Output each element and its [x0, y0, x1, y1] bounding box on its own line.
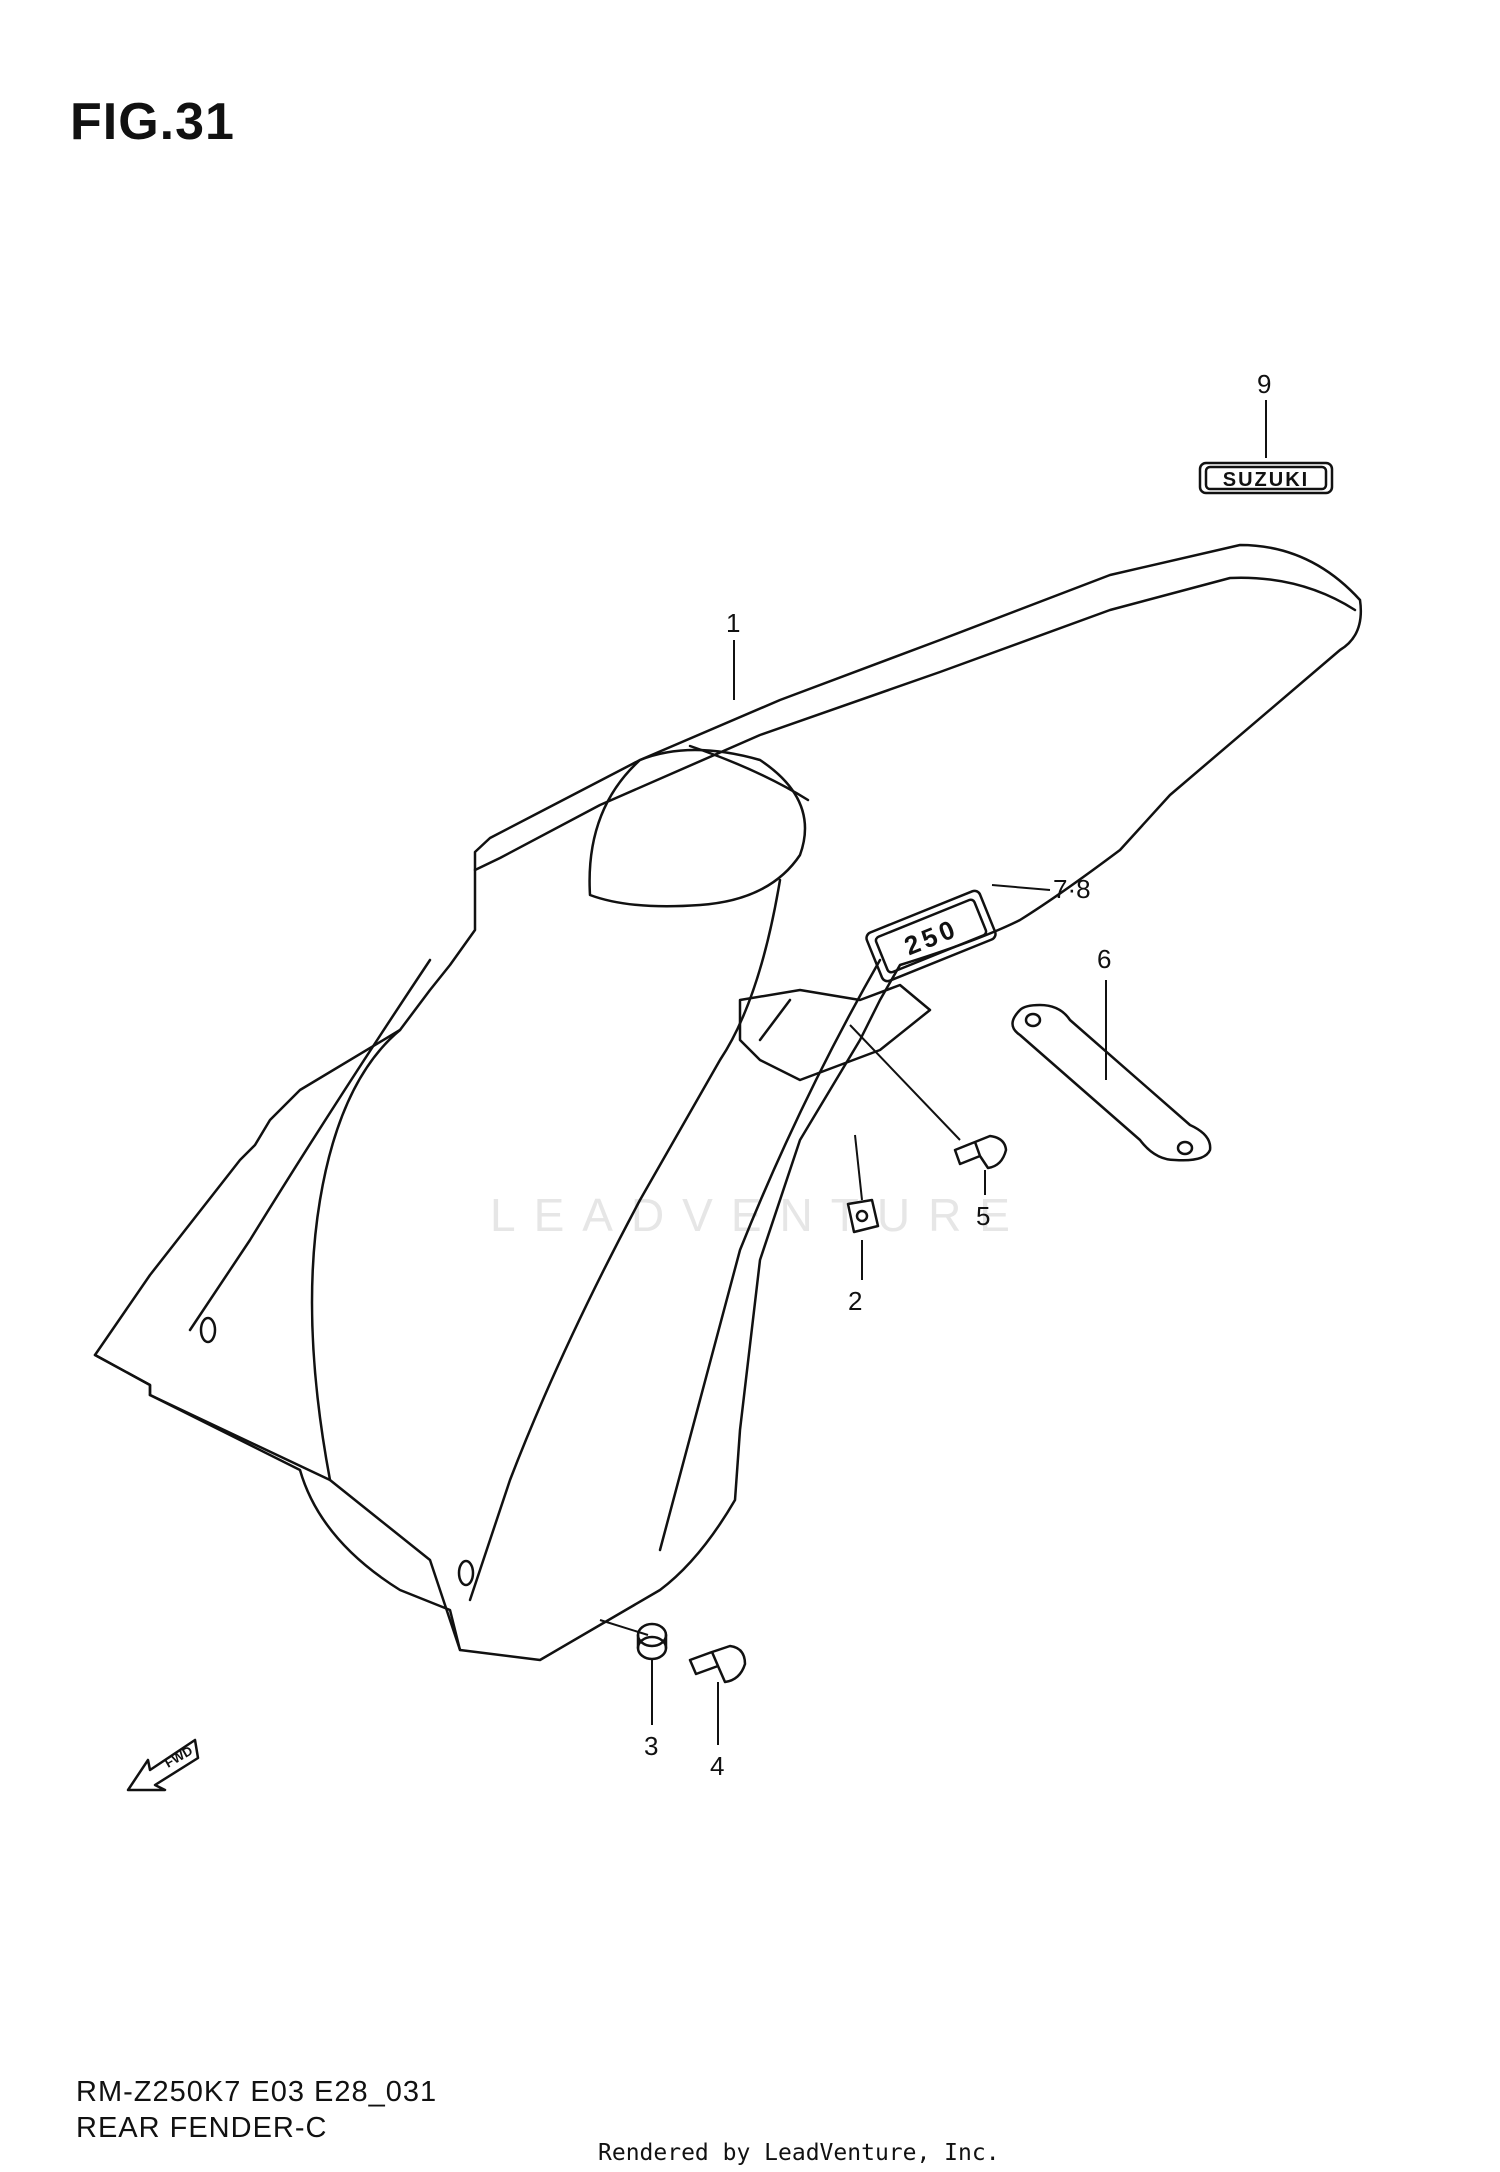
fender-inner-line-mid: [468, 878, 782, 1602]
fender-skirt-step: [93, 1353, 152, 1397]
rendered-by-credit: Rendered by LeadVenture, Inc.: [598, 2140, 1000, 2166]
leader-lines: [599, 400, 1267, 1745]
mount-hole-lower: [457, 1559, 475, 1587]
part-5-bolt: [953, 1134, 1008, 1170]
callout-9: 9: [1257, 369, 1271, 399]
rear-fender-outline: [93, 543, 1363, 1662]
callout-1: 1: [726, 608, 740, 638]
part-6-stay: [1011, 1003, 1212, 1162]
fender-inner-line-left: [188, 958, 432, 1332]
side-mount-slot: [758, 998, 792, 1042]
decal-250-inner: [874, 898, 988, 974]
part-4-bolt: [688, 1644, 747, 1684]
fender-center-hump: [588, 748, 807, 908]
fwd-arrow: [126, 1738, 200, 1792]
figure-name: REAR FENDER-C: [76, 2112, 328, 2144]
callout-2: 2: [848, 1286, 862, 1316]
fender-inner-line-right: [658, 958, 882, 1552]
mount-hole-upper: [199, 1316, 217, 1344]
part-3-washer: [636, 1622, 668, 1648]
part-2-clip-nut: [846, 1198, 880, 1234]
callout-6: 6: [1097, 944, 1111, 974]
fender-arch: [310, 1028, 402, 1482]
part-9-emblem-outline: [1198, 461, 1334, 495]
callout-5: 5: [976, 1201, 990, 1231]
watermark: LEADVENTURE: [490, 1189, 1028, 1241]
callout-4: 4: [710, 1751, 724, 1781]
decal-250-outline: [865, 889, 997, 983]
fwd-label: FWD: [162, 1743, 195, 1771]
callout-7-8: 7·8: [1053, 874, 1091, 904]
fender-side-edge: [148, 1393, 462, 1652]
callout-3: 3: [644, 1731, 658, 1761]
fender-hump-edge: [688, 744, 810, 802]
figure-code: RM-Z250K7 E03 E28_031: [76, 2076, 438, 2108]
side-mount-bracket: [738, 983, 932, 1082]
figure-title: FIG.31: [70, 93, 235, 151]
emblem-label: SUZUKI: [1223, 469, 1309, 491]
fender-top-rim: [473, 576, 1357, 872]
